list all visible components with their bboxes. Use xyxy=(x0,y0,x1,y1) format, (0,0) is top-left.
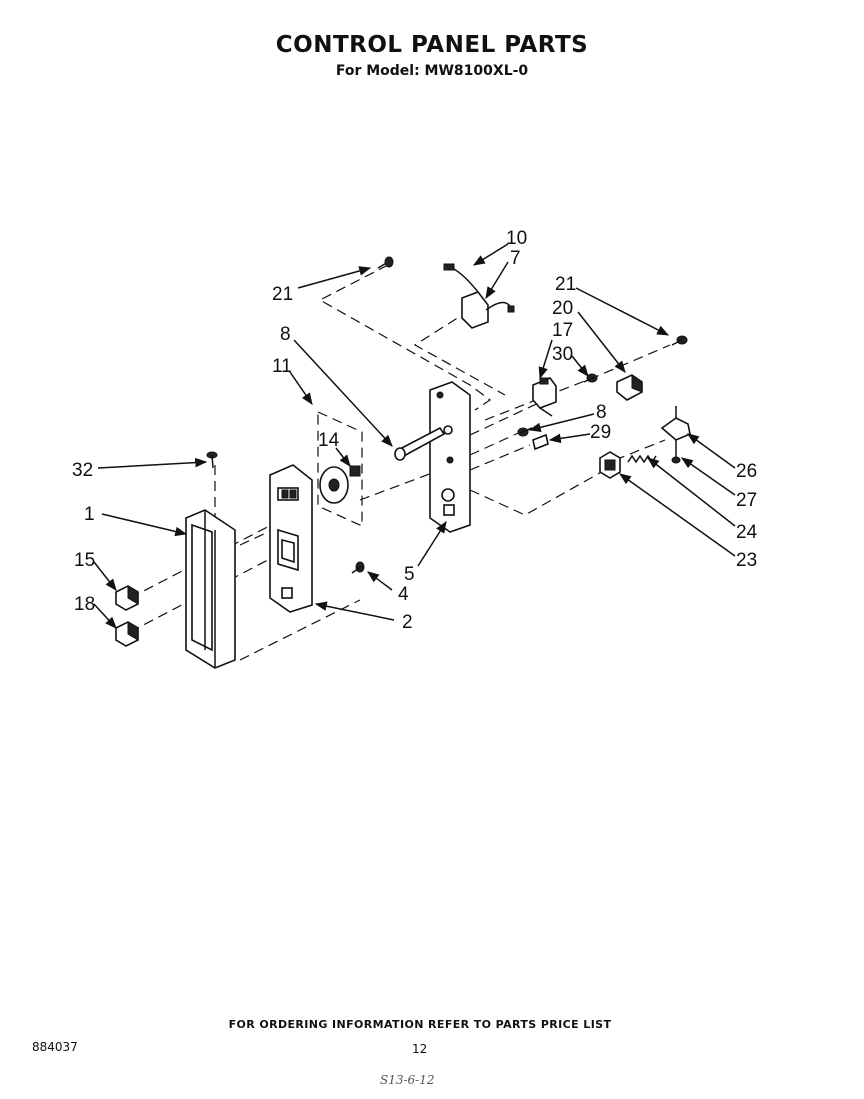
callout-8-right: 8 xyxy=(596,402,607,423)
part-15-knob xyxy=(115,585,139,611)
callout-23: 23 xyxy=(736,550,757,571)
callout-27: 27 xyxy=(736,490,757,511)
screw-30 xyxy=(583,373,598,383)
callout-8-left: 8 xyxy=(280,324,291,345)
part-18-knob xyxy=(115,621,139,647)
screw-27 xyxy=(671,440,681,464)
ordering-info-note: FOR ORDERING INFORMATION REFER TO PARTS … xyxy=(228,1018,612,1031)
callout-2: 2 xyxy=(402,612,413,633)
callout-labels: 10 7 21 21 20 17 30 8 11 8 29 14 26 32 2… xyxy=(72,228,758,633)
screw-32 xyxy=(206,451,218,469)
callout-20: 20 xyxy=(552,298,573,319)
screw-8-right xyxy=(517,427,533,437)
callout-5: 5 xyxy=(404,564,415,585)
screw-21-top xyxy=(377,256,394,269)
callout-21-right: 21 xyxy=(555,274,576,295)
spacer-29 xyxy=(532,433,549,451)
callout-30: 30 xyxy=(552,344,573,365)
part-17-switch xyxy=(532,377,557,417)
document-number: 884037 xyxy=(32,1040,78,1054)
callout-10: 10 xyxy=(506,228,527,249)
callout-29: 29 xyxy=(590,422,611,443)
part-11-dial-plate xyxy=(317,411,363,527)
part-1-trim-frame xyxy=(185,509,236,669)
standoff-8-left xyxy=(394,426,446,461)
part-20-relay xyxy=(616,374,643,401)
callout-32: 32 xyxy=(72,460,93,481)
exploded-parts-diagram: 10 7 21 21 20 17 30 8 11 8 29 14 26 32 2… xyxy=(72,228,758,669)
screw-4 xyxy=(351,561,365,574)
part-7-wire-harness xyxy=(443,263,515,329)
part-23-push-button xyxy=(599,451,621,479)
callout-14: 14 xyxy=(318,430,340,451)
handwritten-note: S13-6-12 xyxy=(380,1073,435,1087)
callout-7: 7 xyxy=(510,248,521,269)
callout-18: 18 xyxy=(74,594,95,615)
model-subtitle: For Model: MW8100XL-0 xyxy=(335,63,529,79)
part-5-control-board xyxy=(429,381,471,533)
callout-15: 15 xyxy=(74,550,95,571)
page-number: 12 xyxy=(412,1042,428,1056)
part-2-control-panel xyxy=(269,464,313,613)
callout-leader-lines xyxy=(93,243,736,629)
callout-21-left: 21 xyxy=(272,284,293,305)
callout-4: 4 xyxy=(398,584,409,605)
callout-17: 17 xyxy=(552,320,573,341)
callout-24: 24 xyxy=(736,522,758,543)
callout-26: 26 xyxy=(736,461,757,482)
part-26-latch-bracket xyxy=(660,406,691,441)
callout-11: 11 xyxy=(272,356,292,377)
screw-21-right xyxy=(671,335,688,346)
callout-1: 1 xyxy=(84,504,95,525)
page-title: CONTROL PANEL PARTS xyxy=(275,32,589,58)
